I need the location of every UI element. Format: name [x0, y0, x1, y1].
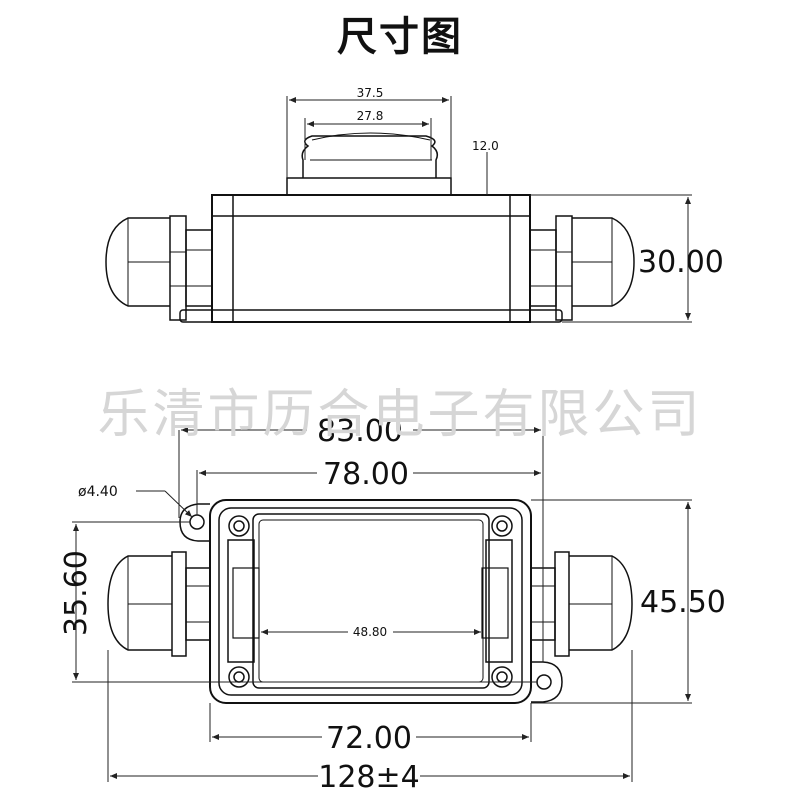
dim-body-width: [209, 703, 532, 742]
top-view-body: [209, 499, 532, 704]
dim-top-outer-label: 37.5: [357, 86, 384, 100]
top-view-left-cable-gland: [107, 551, 211, 657]
dim-total-length-label: 128±4: [318, 760, 419, 795]
corner-screw-top-right: [491, 515, 513, 537]
dim-hole-spacing: [196, 470, 541, 515]
side-view-cap: [286, 132, 452, 196]
dim-total-length: [107, 650, 633, 782]
top-view-right-cable-gland: [530, 551, 633, 657]
dim-inner-width-label: 48.80: [353, 625, 387, 639]
side-view-body: [179, 194, 563, 323]
top-view: 83.00 78.00 ø4.40 35.60 48.80: [59, 414, 726, 795]
dim-top-inner: [304, 118, 432, 160]
dim-overall-width-label: 83.00: [317, 414, 403, 449]
dim-body-width-label: 72.00: [326, 721, 412, 756]
dim-height-small-label: 12.0: [472, 139, 499, 153]
dim-overall-width: [178, 427, 544, 662]
side-view: 37.5 27.8 12.0 30.00: [105, 86, 724, 323]
dim-top-view-height-label: 45.50: [640, 585, 726, 620]
corner-screw-top-left: [228, 515, 250, 537]
dim-top-view-height: [531, 499, 692, 704]
corner-screw-bottom-left: [228, 666, 250, 688]
dim-hole-spacing-label: 78.00: [323, 457, 409, 492]
dim-side-height-label: 30.00: [638, 245, 724, 280]
page-title: 尺寸图: [337, 14, 463, 60]
dim-side-height: [530, 194, 692, 323]
dim-hole-diameter-label: ø4.40: [78, 484, 118, 500]
dim-top-outer: [286, 96, 452, 178]
dim-inner-height-label: 35.60: [59, 550, 94, 636]
corner-screw-bottom-right: [491, 666, 513, 688]
dim-hole-diameter-leader: [136, 490, 193, 518]
side-view-left-cable-gland: [105, 215, 213, 321]
dim-inner-height: [72, 521, 538, 683]
dim-top-inner-label: 27.8: [357, 109, 384, 123]
side-view-right-cable-gland: [529, 215, 635, 321]
